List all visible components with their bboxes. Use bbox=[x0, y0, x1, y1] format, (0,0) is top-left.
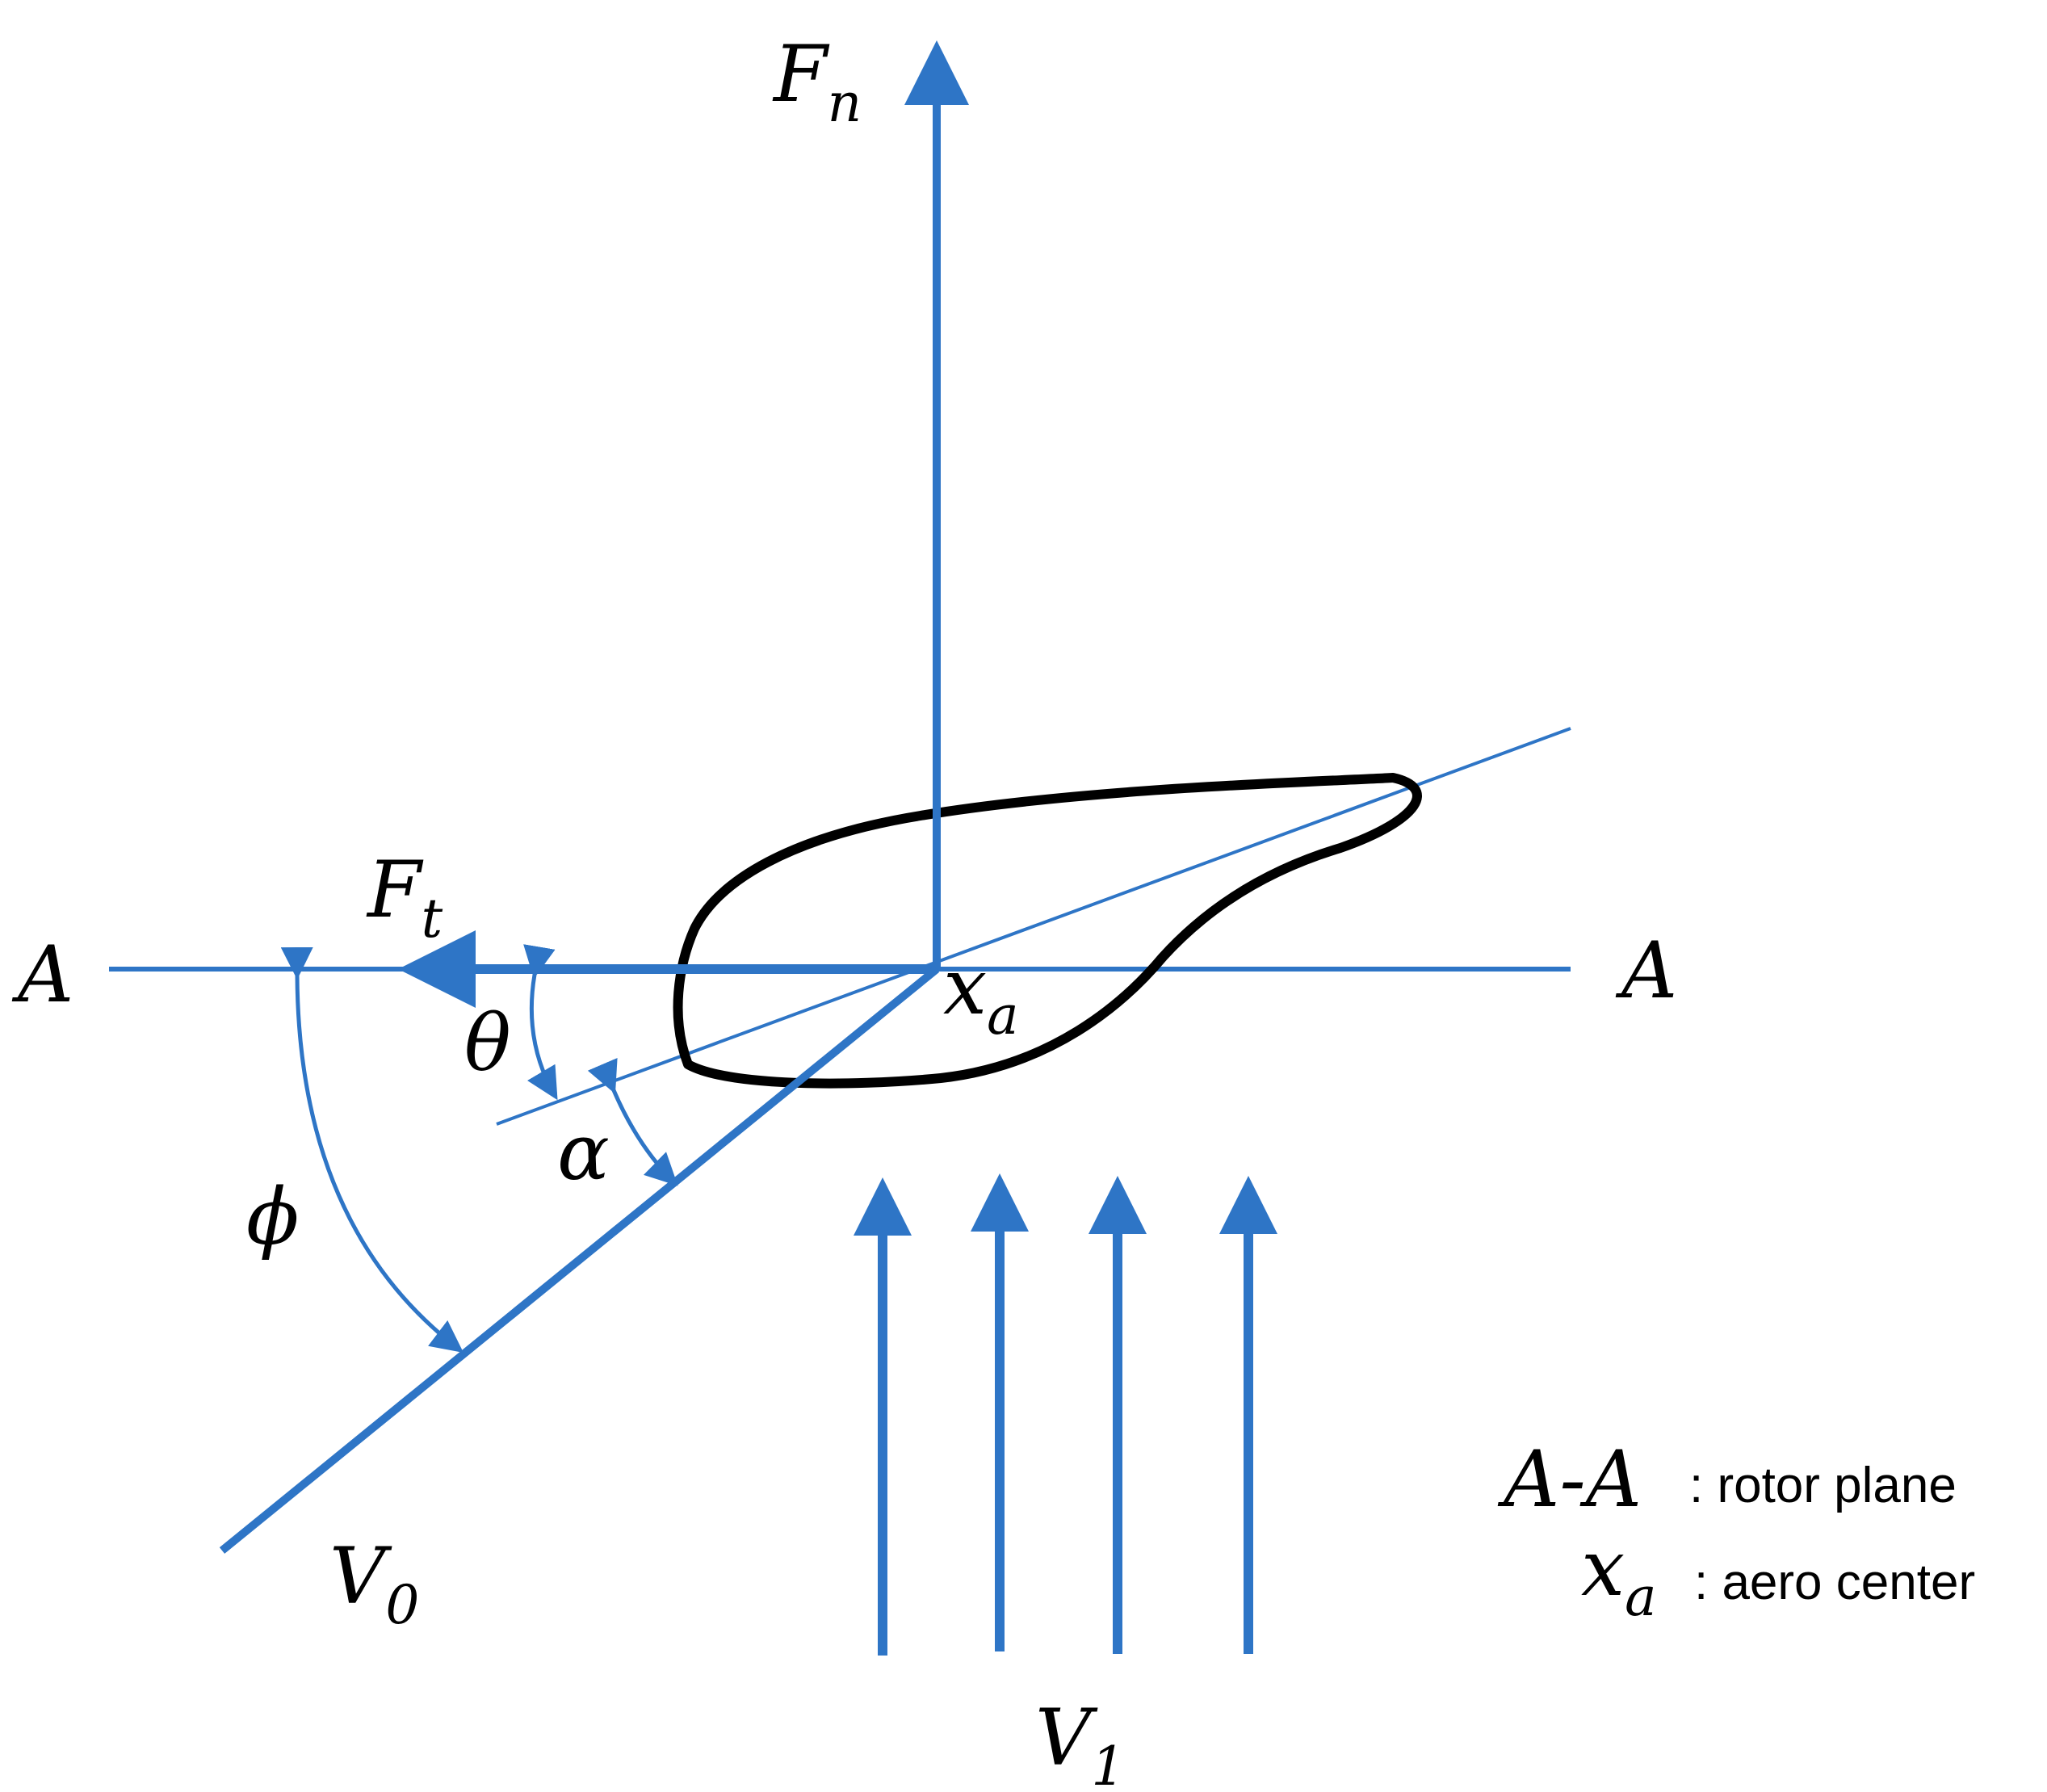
v0-label: V0 bbox=[329, 1531, 419, 1636]
phi-label: ϕ bbox=[246, 1172, 299, 1262]
a-left-label: A bbox=[11, 930, 73, 1020]
a-right-label: A bbox=[1615, 925, 1677, 1016]
legend-rotor-plane-symbol: A-A bbox=[1497, 1434, 1642, 1525]
v1-label: V1 bbox=[1035, 1693, 1125, 1792]
legend-aero-center-symbol: xa bbox=[1581, 1523, 1657, 1628]
airfoil-outline bbox=[673, 773, 1422, 1089]
alpha-angle-arc bbox=[587, 1057, 678, 1186]
ft-label: Ft bbox=[366, 845, 443, 950]
xa-label: xa bbox=[943, 942, 1019, 1047]
v0-line bbox=[219, 966, 940, 1554]
theta-angle-arc bbox=[523, 944, 558, 1101]
theta-label: θ bbox=[464, 998, 511, 1089]
fn-label: Fn bbox=[772, 29, 862, 134]
legend-rotor-plane-text: : rotor plane bbox=[1689, 1458, 1957, 1513]
alpha-label: α bbox=[557, 1107, 610, 1198]
legend-aero-center-text: : aero center bbox=[1694, 1555, 1975, 1610]
phi-angle-arc bbox=[280, 946, 464, 1353]
